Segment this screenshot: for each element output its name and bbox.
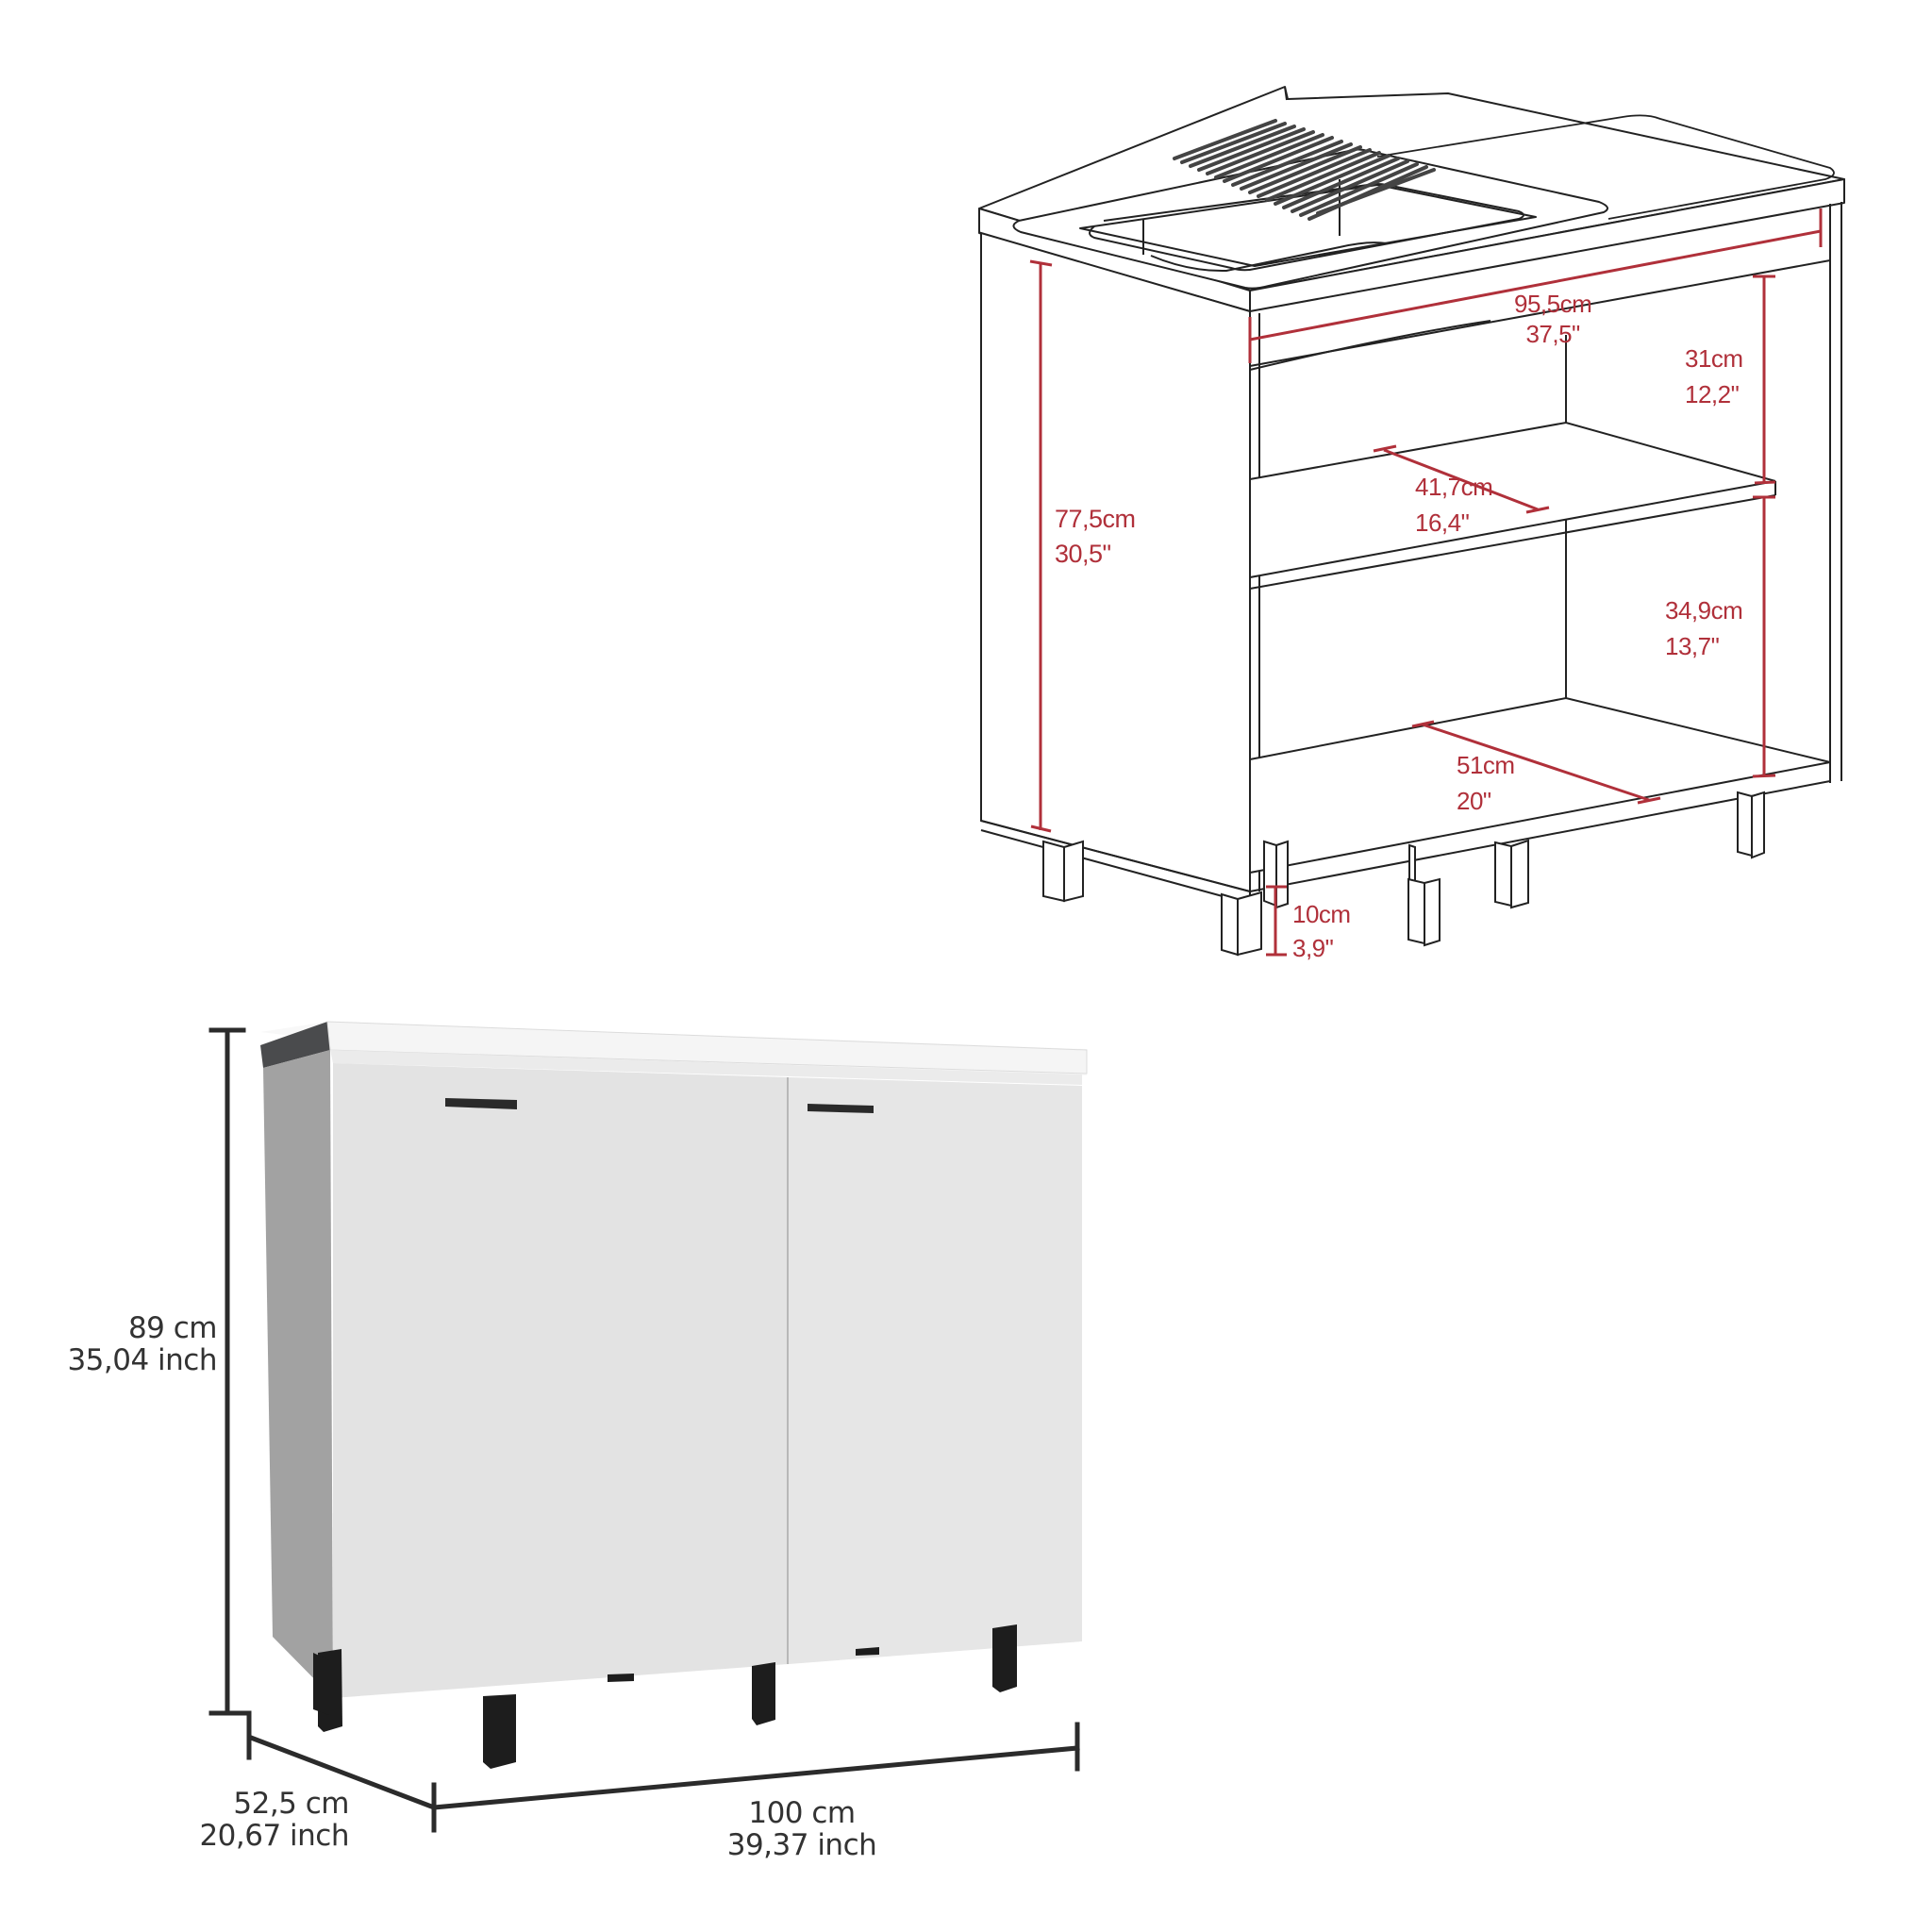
dim-overall-depth-metric: 52,5 cm xyxy=(233,1787,349,1821)
dim-inner-width-imperial: 37,5" xyxy=(1525,319,1580,348)
dim-overall-width: 100 cm 39,37 inch xyxy=(689,1796,915,1864)
dim-shelf-depth-metric: 41,7cm xyxy=(1415,473,1493,501)
rendered-left-door xyxy=(333,1063,788,1698)
rendered-legs xyxy=(313,1624,1017,1769)
right-door-handle xyxy=(808,1104,874,1113)
dim-upper-height-metric: 31cm xyxy=(1685,344,1743,373)
interior-cabinet-body xyxy=(980,202,1842,957)
dim-upper-compartment-height: 31cm 12,2" xyxy=(1685,344,1743,409)
dim-leg-height-imperial: 3,9" xyxy=(1292,933,1334,962)
dim-shelf-depth: 41,7cm 16,4" xyxy=(1415,473,1493,538)
dim-lower-height-metric: 34,9cm xyxy=(1665,596,1743,625)
dim-bottom-depth-imperial: 20" xyxy=(1457,786,1491,815)
interior-cabinet-drawing xyxy=(978,86,1845,312)
exterior-dimension-lines xyxy=(208,1027,1080,1833)
interior-legs xyxy=(1042,791,1765,957)
left-door-handle xyxy=(445,1098,517,1109)
sink-bowl xyxy=(1079,184,1537,267)
rendered-cabinet xyxy=(260,1021,1088,1769)
dim-lower-compartment-height: 34,9cm 13,7" xyxy=(1665,596,1743,661)
dim-bottom-depth: 51cm 20" xyxy=(1457,751,1515,816)
dim-overall-depth-imperial: 20,67 inch xyxy=(199,1818,349,1853)
dim-overall-height-imperial: 35,04 inch xyxy=(67,1342,217,1377)
dim-leg-height: 10cm 3,9" xyxy=(1292,900,1351,963)
drainboard-ribs xyxy=(1173,119,1436,221)
dim-interior-height-imperial: 30,5" xyxy=(1055,539,1111,568)
drainboard xyxy=(1376,114,1835,220)
dim-overall-height: 89 cm 35,04 inch xyxy=(38,1311,217,1379)
dim-leg-height-metric: 10cm xyxy=(1292,900,1351,928)
dim-overall-width-metric: 100 cm xyxy=(748,1796,856,1830)
dim-overall-height-metric: 89 cm xyxy=(127,1311,218,1345)
interior-dimension-lines xyxy=(1029,208,1823,957)
dim-lower-height-imperial: 13,7" xyxy=(1665,631,1720,660)
dim-inner-width-metric: 95,5cm xyxy=(1514,290,1592,318)
dim-interior-height-metric: 77,5cm xyxy=(1055,505,1136,533)
dim-bottom-depth-metric: 51cm xyxy=(1457,751,1515,779)
rendered-side-panel xyxy=(263,1050,333,1698)
dim-inner-width: 95,5cm 37,5" xyxy=(1514,290,1592,349)
rendered-countertop-edge xyxy=(260,1022,330,1068)
dim-interior-height: 77,5cm 30,5" xyxy=(1055,504,1136,570)
dim-overall-width-imperial: 39,37 inch xyxy=(726,1827,877,1862)
dim-overall-depth: 52,5 cm 20,67 inch xyxy=(160,1787,349,1855)
dim-upper-height-imperial: 12,2" xyxy=(1685,379,1740,408)
dim-shelf-depth-imperial: 16,4" xyxy=(1415,508,1470,537)
rendered-right-door xyxy=(789,1077,1082,1664)
